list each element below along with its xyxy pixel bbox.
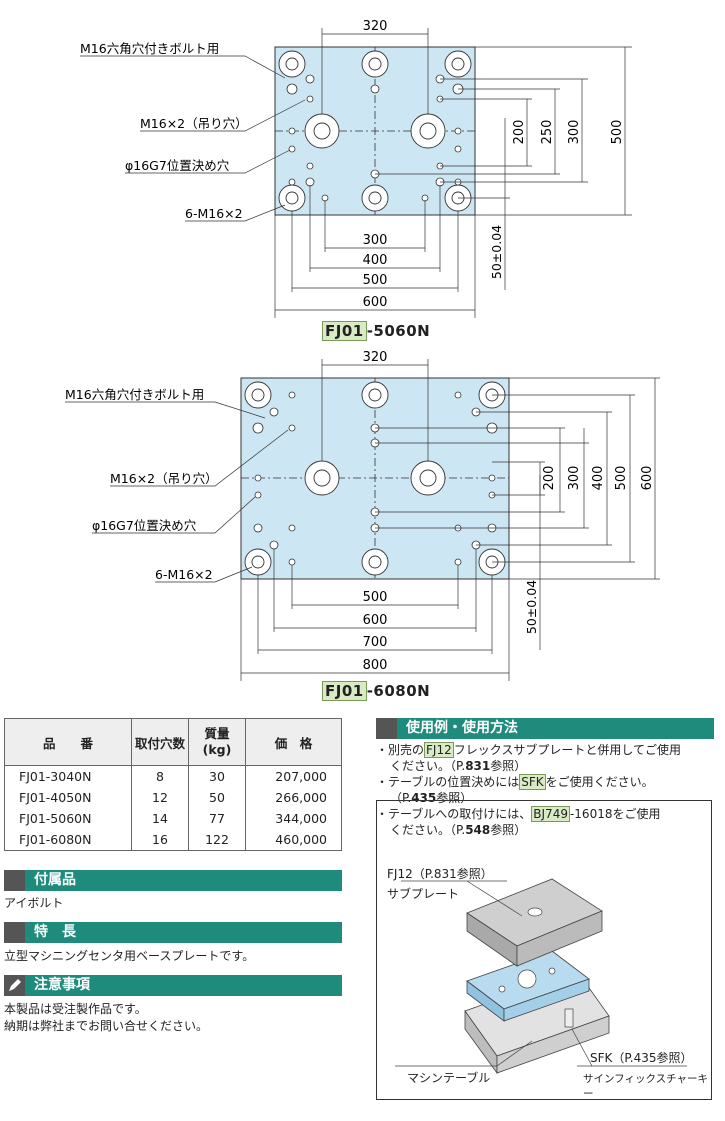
cell-price: 460,000 xyxy=(245,829,342,851)
spec-table: 品 番 取付穴数 質量 (kg) 価 格 FJ01-3040N 8 30 207… xyxy=(4,718,342,851)
th-mass: 質量 (kg) xyxy=(188,718,246,766)
d2-bottom-dim-3: 700 xyxy=(363,635,388,650)
d1-bottom-dim-1: 300 xyxy=(363,233,388,248)
heading-square-icon xyxy=(4,922,25,943)
cell-hole-count: 8 xyxy=(131,765,189,787)
label-subplate: サブプレート xyxy=(387,887,460,901)
label-sfk: SFK（P.435参照） xyxy=(590,1051,693,1065)
cell-part-number: FJ01-3040N xyxy=(4,765,132,787)
d1-callout-eye: M16×2（吊り穴） xyxy=(140,116,248,131)
d2-bottom-dim-4: 800 xyxy=(363,658,388,673)
cell-mass: 77 xyxy=(188,808,246,829)
label-key: サインフィックスチャーキー xyxy=(583,1073,709,1100)
d1-top-dim: 320 xyxy=(363,19,388,34)
d2-offset-dim: 50±0.04 xyxy=(524,580,539,634)
d2-callout-bolt: M16六角穴付きボルト用 xyxy=(65,387,204,402)
d2-model-label: FJ01-6080N xyxy=(322,681,431,701)
th-part-number: 品 番 xyxy=(4,718,132,766)
caution-heading: 注意事項 xyxy=(4,975,342,996)
usage-item-3-cont: ください。（P.548参照） xyxy=(390,823,527,837)
heading-square-icon xyxy=(4,870,25,891)
link-sfk[interactable]: SFK xyxy=(519,774,546,790)
accessory-text: アイボルト xyxy=(4,896,64,910)
d2-callout-eye: M16×2（吊り穴） xyxy=(110,471,218,486)
assembly-drawing xyxy=(395,878,687,1075)
table-header-row: 品 番 取付穴数 質量 (kg) 価 格 xyxy=(4,718,342,766)
usage-illustration: FJ12（P.831参照） サブプレート マシンテーブル SFK（P.435参照… xyxy=(376,800,712,1100)
link-fj12[interactable]: FJ12 xyxy=(424,742,454,758)
d1-callout-pin: φ16G7位置決め穴 xyxy=(125,158,230,173)
d1-right-dim-2: 250 xyxy=(540,120,555,145)
d1-model-label: FJ01-5060N xyxy=(322,321,431,341)
cell-mass: 30 xyxy=(188,765,246,787)
pencil-icon xyxy=(4,975,25,996)
drawing-fj01-5060n: 320 300 400 500 600 200 250 300 500 50±0… xyxy=(80,19,632,318)
cell-part-number: FJ01-5060N xyxy=(4,808,132,829)
d2-right-dim-4: 500 xyxy=(614,466,629,491)
d1-callout-bolt: M16六角穴付きボルト用 xyxy=(80,41,219,56)
heading-square-icon xyxy=(376,718,397,739)
caution-line-1: 本製品は受注製作品です。 xyxy=(4,1002,147,1016)
d2-callout-tap: 6-M16×2 xyxy=(155,567,213,582)
d2-right-dim-2: 300 xyxy=(567,466,582,491)
cell-mass: 50 xyxy=(188,787,246,808)
d1-bottom-dim-3: 500 xyxy=(363,273,388,288)
table-row: FJ01-4050N 12 50 266,000 xyxy=(4,787,342,808)
usage-item-3: ・テーブルへの取付けには、BJ749-16018をご使用 xyxy=(376,806,661,822)
accessory-heading: 付属品 xyxy=(4,870,342,891)
cell-price: 266,000 xyxy=(245,787,342,808)
cell-hole-count: 16 xyxy=(131,829,189,851)
feature-text: 立型マシニングセンタ用ベースプレートです。 xyxy=(4,949,255,963)
cell-hole-count: 12 xyxy=(131,787,189,808)
drawing-fj01-6080n: 320 500 600 700 800 200 300 400 500 600 … xyxy=(65,350,660,681)
d1-bottom-dim-2: 400 xyxy=(363,253,388,268)
cell-hole-count: 14 xyxy=(131,808,189,829)
d1-model-suffix: -5060N xyxy=(366,322,431,340)
d1-right-dim-3: 300 xyxy=(567,120,582,145)
d2-top-dim: 320 xyxy=(363,350,388,365)
d1-offset-dim: 50±0.04 xyxy=(489,225,504,279)
d2-model-suffix: -6080N xyxy=(366,682,431,700)
label-fj12: FJ12（P.831参照） xyxy=(387,867,493,881)
th-hole-count: 取付穴数 xyxy=(131,718,189,766)
d2-right-dim-5: 600 xyxy=(640,466,655,491)
th-price: 価 格 xyxy=(245,718,342,766)
d1-callout-tap: 6-M16×2 xyxy=(185,206,243,221)
table-row: FJ01-3040N 8 30 207,000 xyxy=(4,765,342,787)
d2-right-dim-3: 400 xyxy=(591,466,606,491)
d1-bottom-dim-4: 600 xyxy=(363,295,388,310)
cell-part-number: FJ01-6080N xyxy=(4,829,132,851)
label-machine-table: マシンテーブル xyxy=(407,1071,491,1085)
usage-title: 使用例・使用方法 xyxy=(406,720,518,736)
d2-model-prefix: FJ01 xyxy=(322,681,367,701)
usage-item-2-cont: （P.435参照） xyxy=(390,791,473,805)
cell-part-number: FJ01-4050N xyxy=(4,787,132,808)
caution-line-2: 納期は弊社までお問い合せください。 xyxy=(4,1019,209,1033)
accessory-title: 付属品 xyxy=(34,872,76,888)
d2-bottom-dim-2: 600 xyxy=(363,613,388,628)
d1-right-dim-4: 500 xyxy=(610,120,625,145)
link-bj749[interactable]: BJ749 xyxy=(531,806,570,822)
feature-heading: 特 長 xyxy=(4,922,342,943)
cell-price: 344,000 xyxy=(245,808,342,829)
caution-title: 注意事項 xyxy=(34,977,90,993)
d1-model-prefix: FJ01 xyxy=(322,321,367,341)
table-row: FJ01-5060N 14 77 344,000 xyxy=(4,808,342,829)
d2-callout-pin: φ16G7位置決め穴 xyxy=(92,518,197,533)
d2-bottom-dim-1: 500 xyxy=(363,590,388,605)
cell-mass: 122 xyxy=(188,829,246,851)
table-row: FJ01-6080N 16 122 460,000 xyxy=(4,829,342,851)
cell-price: 207,000 xyxy=(245,765,342,787)
d1-right-dim-1: 200 xyxy=(512,120,527,145)
feature-title: 特 長 xyxy=(34,924,76,940)
usage-heading: 使用例・使用方法 xyxy=(376,718,714,739)
usage-item-1-cont: ください。（P.831参照） xyxy=(390,759,527,773)
d2-right-dim-1: 200 xyxy=(542,466,557,491)
